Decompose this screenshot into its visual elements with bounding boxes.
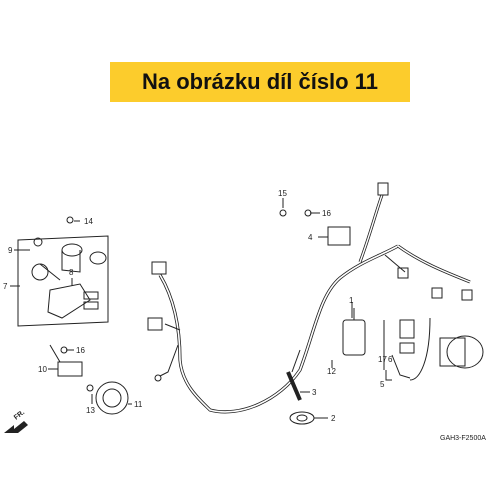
callout-5: 5 xyxy=(380,380,385,389)
callout-2: 2 xyxy=(331,414,336,423)
part-banner: Na obrázku díl číslo 11 xyxy=(110,62,410,102)
left-upper-connector xyxy=(151,261,167,275)
callout-8: 8 xyxy=(69,268,74,277)
callout-13: 13 xyxy=(86,406,95,415)
top-connector xyxy=(377,182,389,196)
ignition-switch xyxy=(47,283,91,319)
callout-4: 4 xyxy=(308,233,313,242)
callout-17: 17 xyxy=(378,355,387,364)
ignition-coil xyxy=(342,319,366,356)
grommet xyxy=(289,411,315,425)
callout-15: 15 xyxy=(278,189,287,198)
callout-16-left: 16 xyxy=(76,346,85,355)
callout-14: 14 xyxy=(84,217,93,226)
callout-10: 10 xyxy=(38,365,47,374)
main-harness xyxy=(158,244,399,414)
callout-12: 12 xyxy=(327,367,336,376)
front-marker-label: FR. xyxy=(13,409,26,421)
flasher-unit xyxy=(95,381,129,415)
relay xyxy=(57,361,83,377)
callout-6: 6 xyxy=(388,355,393,364)
callout-16-top: 16 xyxy=(322,209,331,218)
callout-1: 1 xyxy=(349,296,354,305)
regulator-unit xyxy=(446,335,484,369)
connector-bracket xyxy=(327,226,351,246)
switch-group-frame xyxy=(17,235,109,327)
callout-11: 11 xyxy=(134,400,143,409)
callout-7: 7 xyxy=(3,282,8,291)
front-arrow-icon xyxy=(4,421,28,433)
right-harness-branch xyxy=(397,244,471,284)
drawing-code: GAH3-F2500A xyxy=(440,435,486,442)
left-lower-connector xyxy=(147,317,163,331)
spark-plug-cap xyxy=(286,371,302,401)
callout-3: 3 xyxy=(312,388,317,397)
banner-text: Na obrázku díl číslo 11 xyxy=(142,69,378,94)
callout-9: 9 xyxy=(8,246,13,255)
